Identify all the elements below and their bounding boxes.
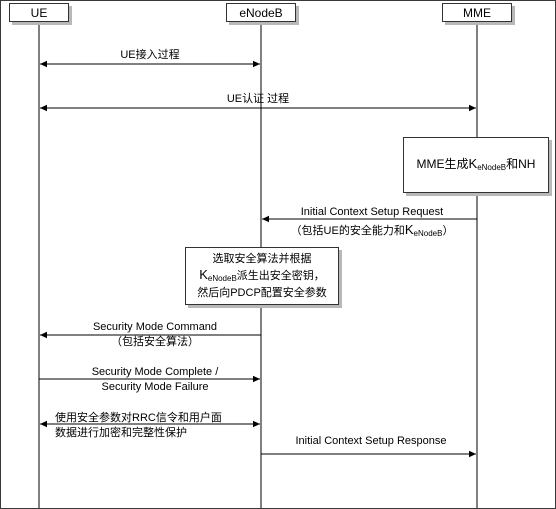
ue-auth-label: UE认证 过程: [226, 93, 290, 105]
mme-gen-prefix: MME生成: [416, 156, 469, 171]
mme-entity: MME: [442, 3, 512, 22]
mme-gen-suffix: 和NH: [506, 156, 536, 171]
enodeb-box-line1: 选取安全算法并根据: [212, 252, 312, 265]
smc-note: （包括安全算法）: [111, 336, 199, 348]
sm-complete-label: Security Mode Complete /: [91, 366, 219, 378]
enodeb-box-line2-suffix: 派生出安全密钥，: [236, 269, 325, 282]
mme-gen-k: K: [468, 155, 478, 171]
enodeb-box-k-subscript: eNodeB: [207, 273, 237, 283]
smc-label: Security Mode Command: [92, 321, 218, 333]
ics-note-prefix: （包括UE的安全能力和: [290, 225, 405, 237]
enodeb-box-line2: KeNodeB派生出安全密钥，: [199, 267, 325, 286]
enodeb-box-line3: 然后向PDCP配置安全参数: [197, 286, 327, 299]
protect-label-line2: 数据进行加密和完整性保护: [55, 427, 187, 439]
enodeb-entity: eNodeB: [226, 3, 296, 22]
ics-request-label: Initial Context Setup Request: [300, 206, 444, 218]
ue-entity: UE: [9, 3, 69, 22]
mme-key-generation-box: MME生成KeNodeB和NH: [403, 137, 549, 193]
enodeb-security-config-box: 选取安全算法并根据 KeNodeB派生出安全密钥， 然后向PDCP配置安全参数: [185, 247, 339, 305]
protect-label-line1: 使用安全参数对RRC信令和用户面: [55, 412, 222, 424]
enodeb-box-k: K: [199, 266, 208, 282]
mme-gen-k-subscript: eNodeB: [477, 162, 507, 172]
ue-attach-label: UE接入过程: [120, 49, 180, 61]
sm-failure-label: Security Mode Failure: [101, 381, 209, 393]
ics-request-note: （包括UE的安全能力和KeNodeB）: [267, 223, 477, 240]
ics-note-suffix: ）: [442, 225, 454, 237]
ics-response-label: Initial Context Setup Response: [295, 435, 447, 447]
ics-note-k-subscript: eNodeB: [413, 229, 443, 238]
ics-note-k: K: [404, 222, 414, 237]
mme-key-generation-text: MME生成KeNodeB和NH: [417, 156, 536, 175]
